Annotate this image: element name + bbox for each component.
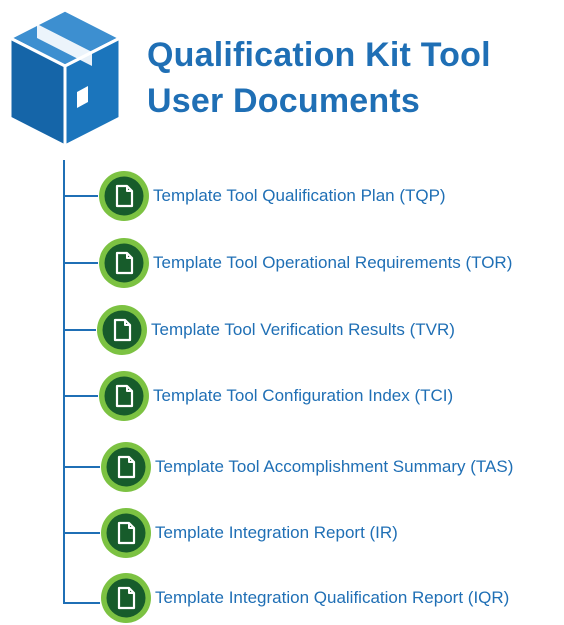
document-item-label: Template Tool Qualification Plan (TQP) [153, 186, 446, 205]
document-item[interactable]: Template Tool Operational Requirements (… [98, 236, 512, 290]
document-item-label: Template Tool Verification Results (TVR) [151, 320, 455, 339]
document-icon [101, 508, 151, 558]
document-item-label: Template Integration Report (IR) [155, 523, 398, 542]
document-item-label: Template Tool Operational Requirements (… [153, 253, 513, 272]
document-icon [97, 305, 147, 355]
document-item[interactable]: Template Tool Configuration Index (TCI) [98, 369, 453, 423]
page-title: Qualification Kit Tool User Documents [147, 32, 491, 124]
document-icon [101, 442, 151, 492]
document-item[interactable]: Template Tool Verification Results (TVR) [96, 303, 455, 357]
document-item[interactable]: Template Integration Qualification Repor… [100, 571, 509, 625]
title-line-1: Qualification Kit Tool [147, 36, 491, 74]
document-item-label: Template Tool Accomplishment Summary (TA… [155, 457, 514, 476]
document-item-label: Template Integration Qualification Repor… [155, 588, 510, 607]
document-item[interactable]: Template Integration Report (IR) [100, 506, 398, 560]
package-box-icon [8, 8, 122, 148]
document-item-label: Template Tool Configuration Index (TCI) [153, 386, 454, 405]
document-icon [99, 371, 149, 421]
document-item[interactable]: Template Tool Accomplishment Summary (TA… [100, 440, 513, 494]
document-icon [99, 238, 149, 288]
document-icon [99, 171, 149, 221]
document-item[interactable]: Template Tool Qualification Plan (TQP) [98, 169, 446, 223]
document-icon [101, 573, 151, 623]
title-line-2: User Documents [147, 82, 420, 120]
